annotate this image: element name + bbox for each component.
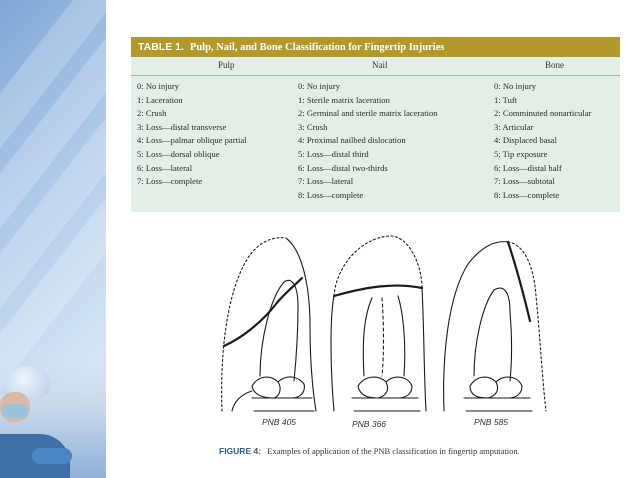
finger-drawing-pnb585	[443, 240, 547, 412]
nail-column: 0: No injury 1: Sterile matrix laceratio…	[298, 80, 438, 202]
table-cell: 3: Articular	[494, 121, 534, 132]
finger-drawing-pnb366	[330, 235, 427, 412]
bone-column: 0: No injury 1: Tuft 2: Comminuted nonar…	[494, 80, 591, 202]
decorative-side-panel	[0, 0, 106, 478]
table-cell: 3: Loss—distal transverse	[137, 121, 227, 132]
table-title: Pulp, Nail, and Bone Classification for …	[189, 41, 445, 53]
table-cell: 8: Loss—complete	[298, 189, 364, 200]
table-cell: 1: Tuft	[494, 94, 518, 105]
surgical-mask	[2, 404, 28, 418]
table-cell: 3: Crush	[298, 121, 328, 132]
figure-label: FIGURE 4:	[219, 446, 262, 456]
panel-label-pnb585: PNB 585	[474, 417, 508, 427]
figure-caption-text: Examples of application of the PNB class…	[267, 446, 520, 456]
table-cell: 4: Proximal nailbed dislocation	[298, 135, 406, 146]
figure-caption: FIGURE 4: Examples of application of the…	[219, 446, 599, 456]
table-cell: 5: Tip exposure	[494, 148, 548, 159]
panel-label-pnb366: PNB 366	[352, 419, 386, 429]
table-cell: 4: Displaced basal	[494, 135, 558, 146]
table-cell: 1: Laceration	[137, 94, 183, 105]
table-cell: 8: Loss—complete	[494, 189, 560, 200]
fingertip-figure: PNB 405 PNB 366 PNB 585	[212, 226, 556, 436]
panel-label-pnb405: PNB 405	[262, 417, 296, 427]
table-cell: 6: Loss—lateral	[137, 162, 193, 173]
column-header-nail: Nail	[372, 60, 388, 70]
table-cell: 2: Comminuted nonarticular	[494, 108, 592, 119]
table-label: TABLE 1.	[138, 41, 184, 53]
finger-drawing-pnb405	[221, 237, 317, 412]
table-cell: 7: Loss—subtotal	[494, 176, 555, 187]
table-cell: 7: Loss—complete	[137, 176, 203, 187]
table-title-bar: TABLE 1. Pulp, Nail, and Bone Classifica…	[131, 37, 620, 57]
table-cell: 0: No injury	[137, 81, 180, 91]
table-cell: 2: Germinal and sterile matrix laceratio…	[298, 108, 438, 119]
table-cell: 2: Crush	[137, 108, 167, 119]
table-cell: 6: Loss—distal half	[494, 162, 562, 173]
table-header-row: Pulp Nail Bone	[131, 57, 620, 76]
fingertip-illustrations: PNB 405 PNB 366 PNB 585	[221, 235, 547, 429]
table-cell: 1: Sterile matrix laceration	[298, 94, 390, 105]
pulp-column: 0: No injury 1: Laceration 2: Crush 3: L…	[137, 80, 247, 189]
table-cell: 6: Loss—distal two-thirds	[298, 162, 388, 173]
table-cell: 5: Loss—distal third	[298, 148, 369, 159]
table-cell: 5: Loss—dorsal oblique	[137, 148, 220, 159]
classification-table: TABLE 1. Pulp, Nail, and Bone Classifica…	[131, 37, 620, 212]
column-header-pulp: Pulp	[218, 60, 235, 70]
table-cell: 4: Loss—palmar oblique partial	[137, 135, 247, 146]
table-cell: 0: No injury	[494, 81, 537, 91]
surgical-glove	[32, 448, 72, 464]
column-header-bone: Bone	[545, 60, 564, 70]
table-cell: 7: Loss—lateral	[298, 176, 354, 187]
table-cell: 0: No injury	[298, 81, 341, 91]
surgeon-photo	[0, 360, 106, 478]
